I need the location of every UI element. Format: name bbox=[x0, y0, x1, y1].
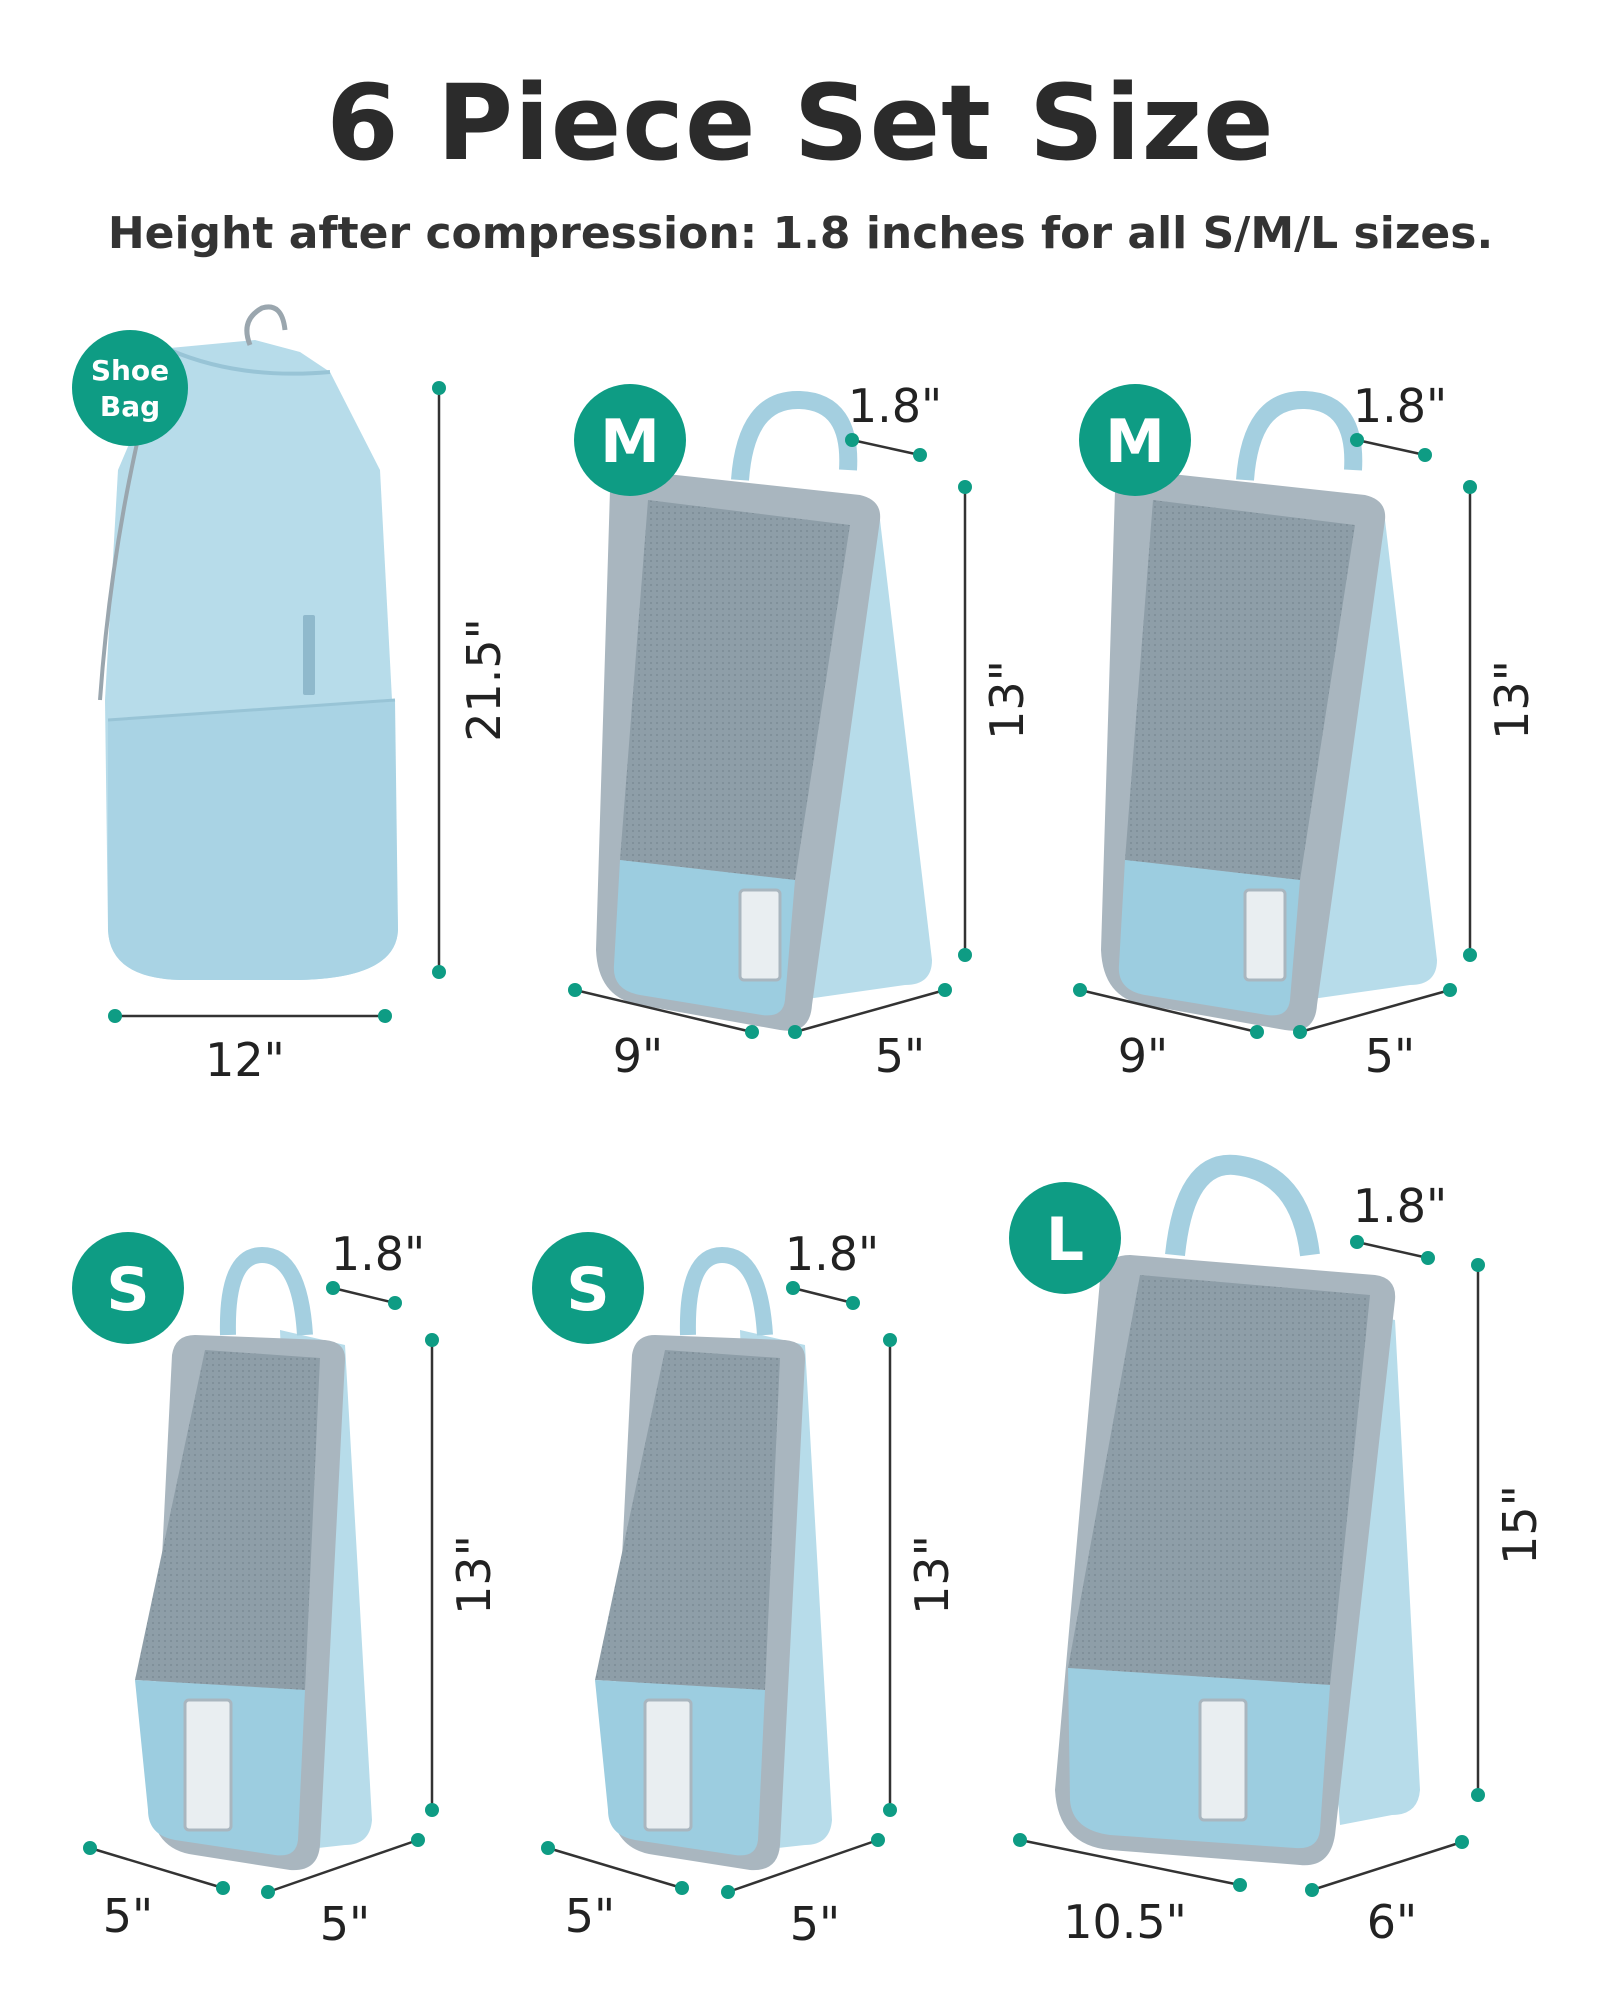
medium-cube-side-dimension-2: 5" bbox=[1293, 983, 1457, 1083]
small-cube-badge-label-2: S bbox=[566, 1255, 609, 1325]
small-cube-side-label-2: 5" bbox=[790, 1897, 840, 1951]
shoe-bag-height-dimension: 21.5" bbox=[432, 381, 511, 979]
medium-cube-depth-dimension-2: 1.8" bbox=[1350, 379, 1447, 462]
medium-cube-side-label-2: 5" bbox=[1365, 1029, 1415, 1083]
large-cube-side-label: 6" bbox=[1367, 1895, 1417, 1949]
small-cube-side-label-1: 5" bbox=[320, 1897, 370, 1951]
shoe-bag-width-label: 12" bbox=[205, 1033, 285, 1087]
small-cube-height-label-1: 13" bbox=[447, 1535, 501, 1615]
small-cube-item-1: S 1.8" 13" 5" 5" bbox=[72, 1227, 501, 1951]
medium-cube-depth-label-2: 1.8" bbox=[1353, 379, 1447, 433]
small-cube-badge-2: S bbox=[532, 1232, 644, 1344]
medium-cube-badge-2: M bbox=[1079, 384, 1191, 496]
large-cube-width-label: 10.5" bbox=[1063, 1895, 1187, 1949]
small-cube-image-1 bbox=[135, 1246, 372, 1871]
small-cube-depth-dimension-1: 1.8" bbox=[326, 1227, 425, 1310]
small-cube-side-dimension-1: 5" bbox=[261, 1833, 425, 1951]
small-cube-badge-1: S bbox=[72, 1232, 184, 1344]
medium-cube-side-label-1: 5" bbox=[875, 1029, 925, 1083]
medium-cube-badge-label-2: M bbox=[1105, 407, 1165, 477]
medium-cube-height-dimension-2: 13" bbox=[1463, 480, 1539, 962]
shoe-bag-badge: Shoe Bag bbox=[72, 330, 188, 446]
medium-cube-height-label-1: 13" bbox=[980, 660, 1034, 740]
small-cube-width-dimension-2: 5" bbox=[541, 1841, 689, 1943]
shoe-bag-badge-line1: Shoe bbox=[91, 354, 169, 387]
medium-cube-side-dimension-1: 5" bbox=[788, 983, 952, 1083]
large-cube-badge-label: L bbox=[1046, 1205, 1084, 1275]
small-cube-depth-label-2: 1.8" bbox=[785, 1227, 879, 1281]
large-cube-depth-label: 1.8" bbox=[1353, 1179, 1447, 1233]
large-cube-depth-dimension: 1.8" bbox=[1350, 1179, 1447, 1265]
medium-cube-depth-dimension-1: 1.8" bbox=[845, 379, 942, 462]
medium-cube-width-dimension-2: 9" bbox=[1073, 983, 1264, 1083]
medium-cube-width-label-2: 9" bbox=[1118, 1029, 1168, 1083]
small-cube-height-dimension-1: 13" bbox=[425, 1333, 501, 1817]
shoe-bag-image bbox=[98, 304, 398, 980]
medium-cube-badge-1: M bbox=[574, 384, 686, 496]
small-cube-width-dimension-1: 5" bbox=[83, 1841, 230, 1943]
medium-cube-width-dimension-1: 9" bbox=[568, 983, 759, 1083]
large-cube-image bbox=[1055, 1154, 1420, 1866]
shoe-bag-width-dimension: 12" bbox=[108, 1009, 392, 1087]
large-cube-height-dimension: 15" bbox=[1471, 1258, 1547, 1802]
medium-cube-height-label-2: 13" bbox=[1485, 660, 1539, 740]
page-title: 6 Piece Set Size bbox=[326, 62, 1275, 184]
small-cube-height-label-2: 13" bbox=[905, 1535, 959, 1615]
small-cube-image-2 bbox=[595, 1246, 832, 1871]
small-cube-item-2: S 1.8" 13" 5" 5" bbox=[532, 1227, 959, 1951]
large-cube-height-label: 15" bbox=[1493, 1485, 1547, 1565]
large-cube-badge: L bbox=[1009, 1182, 1121, 1294]
shoe-bag-item: Shoe Bag 21.5" 12" bbox=[72, 304, 511, 1087]
small-cube-depth-dimension-2: 1.8" bbox=[785, 1227, 879, 1310]
small-cube-badge-label-1: S bbox=[106, 1255, 149, 1325]
shoe-bag-height-label: 21.5" bbox=[457, 618, 511, 742]
page-subtitle: Height after compression: 1.8 inches for… bbox=[107, 208, 1494, 259]
medium-cube-height-dimension-1: 13" bbox=[958, 480, 1034, 962]
medium-cube-item-2: M 1.8" 13" 9" 5" bbox=[1073, 379, 1539, 1083]
medium-cube-image-1 bbox=[596, 391, 932, 1031]
small-cube-width-label-2: 5" bbox=[565, 1889, 615, 1943]
medium-cube-image-2 bbox=[1101, 391, 1437, 1031]
large-cube-side-dimension: 6" bbox=[1305, 1835, 1469, 1949]
large-cube-width-dimension: 10.5" bbox=[1013, 1833, 1247, 1949]
large-cube-item: L 1.8" 15" 10.5" 6" bbox=[1009, 1154, 1547, 1949]
medium-cube-item-1: M 1.8" 13" 9" 5" bbox=[568, 379, 1034, 1083]
shoe-bag-badge-line2: Bag bbox=[100, 390, 160, 423]
small-cube-side-dimension-2: 5" bbox=[721, 1833, 885, 1951]
medium-cube-depth-label-1: 1.8" bbox=[848, 379, 942, 433]
medium-cube-badge-label-1: M bbox=[600, 407, 660, 477]
medium-cube-width-label-1: 9" bbox=[613, 1029, 663, 1083]
small-cube-width-label-1: 5" bbox=[103, 1889, 153, 1943]
small-cube-height-dimension-2: 13" bbox=[883, 1333, 959, 1817]
small-cube-depth-label-1: 1.8" bbox=[331, 1227, 425, 1281]
